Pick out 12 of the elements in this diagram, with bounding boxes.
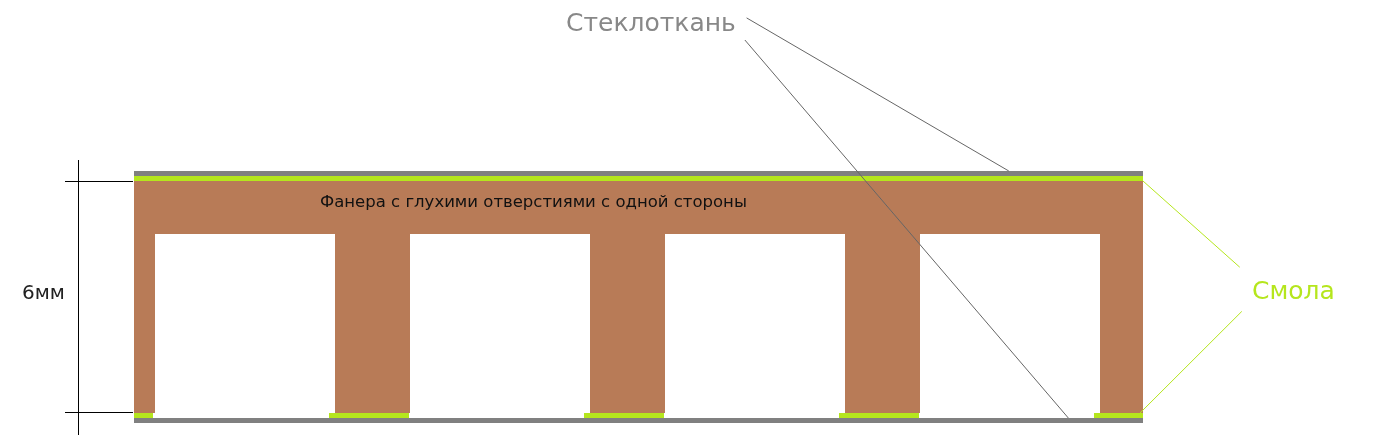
fiberglass-layer bbox=[134, 171, 1143, 176]
leader-line bbox=[744, 39, 1069, 419]
fiberglass-layer bbox=[134, 418, 1143, 423]
layer-label: Фанера с глухими отверстиями с одной стороны bbox=[320, 192, 747, 211]
callout-label: Стеклоткань bbox=[566, 6, 738, 40]
resin-layer bbox=[134, 176, 1143, 181]
dimension-label: 6мм bbox=[22, 280, 65, 304]
resin-strip bbox=[1094, 413, 1143, 418]
leader-line bbox=[1142, 180, 1241, 268]
leader-line bbox=[746, 17, 1010, 172]
leader-line bbox=[1139, 310, 1243, 414]
callout-label: Смола bbox=[1252, 274, 1354, 308]
